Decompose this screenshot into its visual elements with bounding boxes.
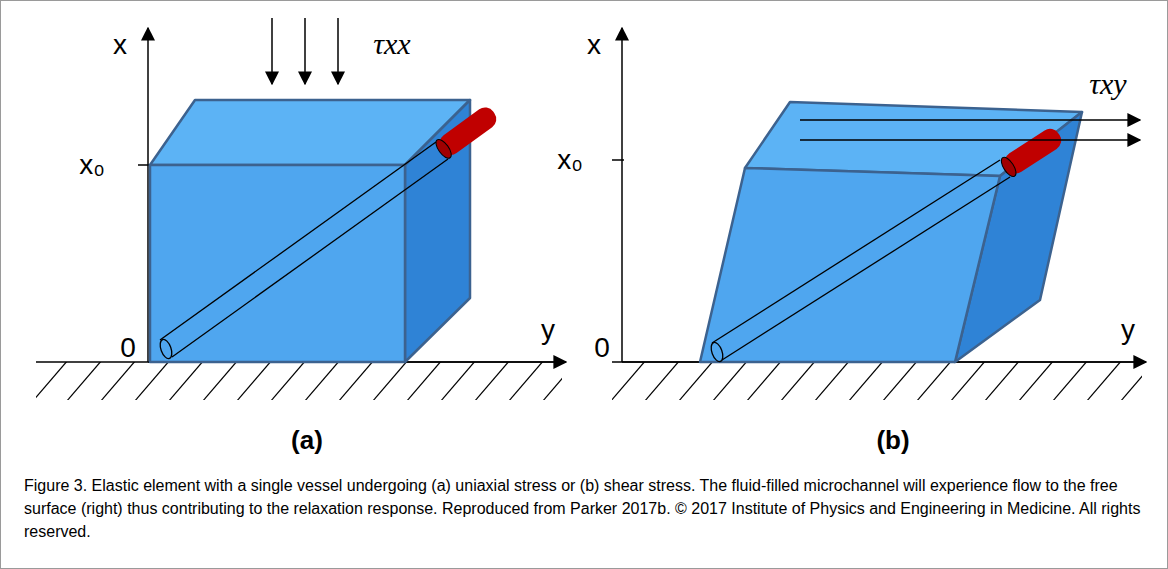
stress-label: τxx [373,27,410,61]
x-axis [147,28,149,362]
stress-arrow [800,119,1140,121]
vessel-wall [722,177,1010,360]
panel-a-art [36,18,566,400]
stress-arrow [800,139,1140,141]
x0-tick [612,159,624,161]
vessel-wall [712,160,1000,343]
vessel-end [709,341,725,363]
tick-label: x₀ [79,149,105,181]
stress-arrow [337,18,339,84]
axis-label: x [113,29,127,61]
axis-label: y [1121,314,1135,346]
origin-label: 0 [120,332,136,364]
ground-hatch [612,362,1142,400]
ground-hatch [36,362,562,400]
panel-label: (b) [876,425,909,456]
axis-label: y [541,314,555,346]
stress-label: τxy [1089,67,1126,101]
tick-label: x₀ [557,144,583,176]
panel-label: (a) [291,425,323,456]
vessel-wall [160,142,436,340]
stress-arrow [304,18,306,84]
fluid-outflow [433,103,500,160]
x0-tick [138,164,150,166]
vessel-wall [172,159,448,357]
stress-arrow [271,18,273,84]
x-axis [621,28,623,362]
block-front [700,168,1000,362]
axis-label: x [587,29,601,61]
fluid-outflow [998,125,1064,179]
origin-label: 0 [594,332,610,364]
figure-caption: Figure 3. Elastic element with a single … [24,474,1144,544]
cube-front [150,165,405,362]
panel-b-art [612,28,1146,400]
vessel-end [158,338,174,360]
